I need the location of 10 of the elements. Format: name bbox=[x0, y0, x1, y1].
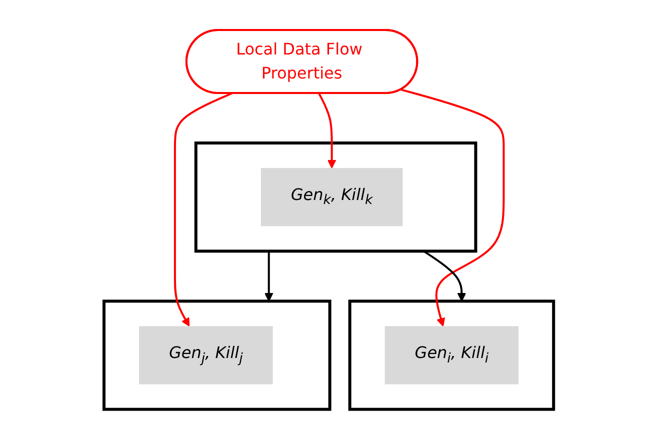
cluster bbox=[194, 141, 477, 252]
arrow bbox=[400, 88, 504, 326]
arrow bbox=[174, 92, 232, 326]
node-box: Gen$_{j}$, Kill$_{j}$ bbox=[138, 326, 272, 384]
cluster bbox=[102, 300, 331, 411]
node-box: Gen$_{i}$, Kill$_{i}$ bbox=[384, 326, 518, 384]
arrow bbox=[264, 251, 273, 302]
cluster bbox=[348, 300, 555, 411]
arrow bbox=[318, 92, 336, 168]
arrow bbox=[422, 250, 466, 302]
